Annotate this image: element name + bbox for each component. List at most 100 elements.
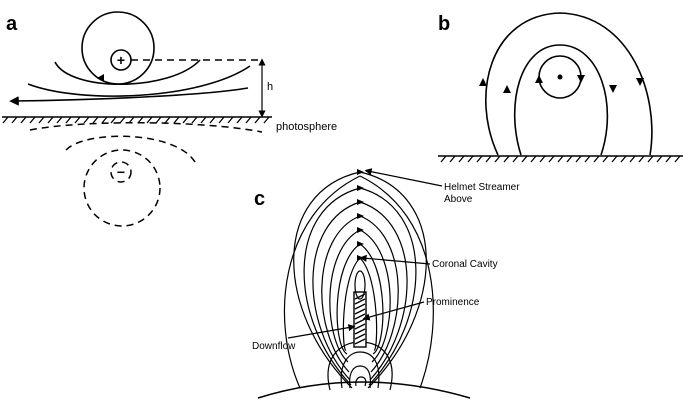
lower-loop-1: [340, 351, 380, 389]
flux-rope-b-center: [557, 74, 563, 80]
hatch-tick: [182, 116, 189, 124]
arcade-outer: [485, 12, 653, 156]
field-line-inner: [54, 59, 201, 86]
hatch-tick: [467, 155, 474, 163]
hatch-tick: [521, 155, 528, 163]
arrow-rope-left: [535, 75, 543, 83]
photosphere-label: photosphere: [276, 121, 337, 133]
hatch-tick: [200, 116, 207, 124]
arrow-rope-right: [577, 75, 585, 83]
panel-b: b: [438, 12, 683, 163]
prominence-leader: [362, 301, 425, 321]
field-arrow: [357, 255, 364, 261]
hatch-tick: [173, 116, 180, 124]
arcade-inner: [514, 44, 609, 156]
hatch-tick: [128, 116, 135, 124]
hatch-tick: [29, 116, 36, 124]
hatch-tick: [674, 155, 681, 163]
hatch-tick: [584, 155, 591, 163]
hatch-tick: [503, 155, 510, 163]
helmet-leader: [364, 168, 443, 187]
hatch-tick: [56, 116, 63, 124]
hatch-tick: [530, 155, 537, 163]
panel-a-letter: a: [6, 13, 18, 35]
prominence-hatch-line: [354, 308, 366, 315]
hatch-tick: [119, 116, 126, 124]
helmet-label-line1: Helmet Streamer: [444, 182, 520, 193]
arrow-outer-right: [636, 78, 644, 86]
arrow-inner-left: [503, 85, 511, 93]
helmet-outer-line: [283, 175, 361, 389]
image-field-line-2: [65, 135, 196, 163]
hatch-tick: [485, 155, 492, 163]
field-arrow: [357, 185, 364, 191]
hatch-tick: [164, 116, 171, 124]
hatch-tick: [245, 116, 252, 124]
field-line-middle: [27, 65, 251, 97]
hatch-tick: [449, 155, 456, 163]
cavity-core: [354, 270, 366, 300]
hatch-tick: [548, 155, 555, 163]
prominence-hatch-line: [354, 333, 366, 340]
hatch-tick: [638, 155, 645, 163]
hatch-tick: [227, 116, 234, 124]
minus-symbol: −: [117, 164, 125, 180]
hatch-tick: [2, 116, 9, 124]
hatch-tick: [512, 155, 519, 163]
hatch-tick: [110, 116, 117, 124]
helmet-label-line2: Above: [444, 194, 473, 205]
field-arrow: [357, 199, 364, 205]
image-current-minus: [110, 161, 132, 183]
hatch-tick: [74, 116, 81, 124]
hatch-tick: [263, 116, 270, 124]
hatch-tick: [65, 116, 72, 124]
h-label: h: [267, 81, 273, 93]
hatch-tick: [146, 116, 153, 124]
lower-loop-3: [349, 365, 372, 389]
hatch-tick: [83, 116, 90, 124]
panel-c-letter: c: [254, 188, 265, 210]
photosphere-hatching: [2, 116, 270, 124]
hatch-tick: [47, 116, 54, 124]
downflow-label: Downflow: [252, 341, 296, 352]
hatch-tick: [92, 116, 99, 124]
cavity-label: Coronal Cavity: [432, 259, 498, 270]
hatch-tick: [611, 155, 618, 163]
helmet-field-line: [293, 171, 427, 389]
hatch-tick: [476, 155, 483, 163]
hatch-tick: [218, 116, 225, 124]
arrow-inner-right: [609, 85, 617, 93]
hatch-tick: [557, 155, 564, 163]
plus-symbol: +: [117, 52, 125, 68]
hatch-tick: [602, 155, 609, 163]
panel-b-letter: b: [438, 13, 450, 35]
helmet-field-lines: [283, 169, 434, 389]
hatch-tick: [191, 116, 198, 124]
hatch-tick: [440, 155, 447, 163]
hatch-tick: [236, 116, 243, 124]
hatch-tick: [494, 155, 501, 163]
arrow-outer-left: [479, 78, 487, 86]
field-arrow: [357, 241, 364, 247]
hatch-tick: [575, 155, 582, 163]
hatch-tick: [20, 116, 27, 124]
hatch-tick: [566, 155, 573, 163]
arrow-inner: [97, 74, 104, 82]
prominence-hatch-line: [354, 338, 366, 345]
downflow-leader: [287, 324, 356, 339]
hatch-tick: [656, 155, 663, 163]
cavity-leader: [359, 254, 431, 265]
field-arrow: [357, 227, 364, 233]
panel-c: c Helmet Streamer Above Coronal Cavity P…: [252, 168, 520, 399]
hatch-tick: [458, 155, 465, 163]
hatch-tick: [539, 155, 546, 163]
hatch-tick: [647, 155, 654, 163]
surface-b-hatching: [440, 155, 681, 163]
hatch-tick: [593, 155, 600, 163]
field-arrow: [357, 169, 364, 175]
prominence-hatch-line: [354, 328, 366, 335]
prominence-hatch-line: [354, 303, 366, 310]
prominence-label: Prominence: [426, 297, 480, 308]
